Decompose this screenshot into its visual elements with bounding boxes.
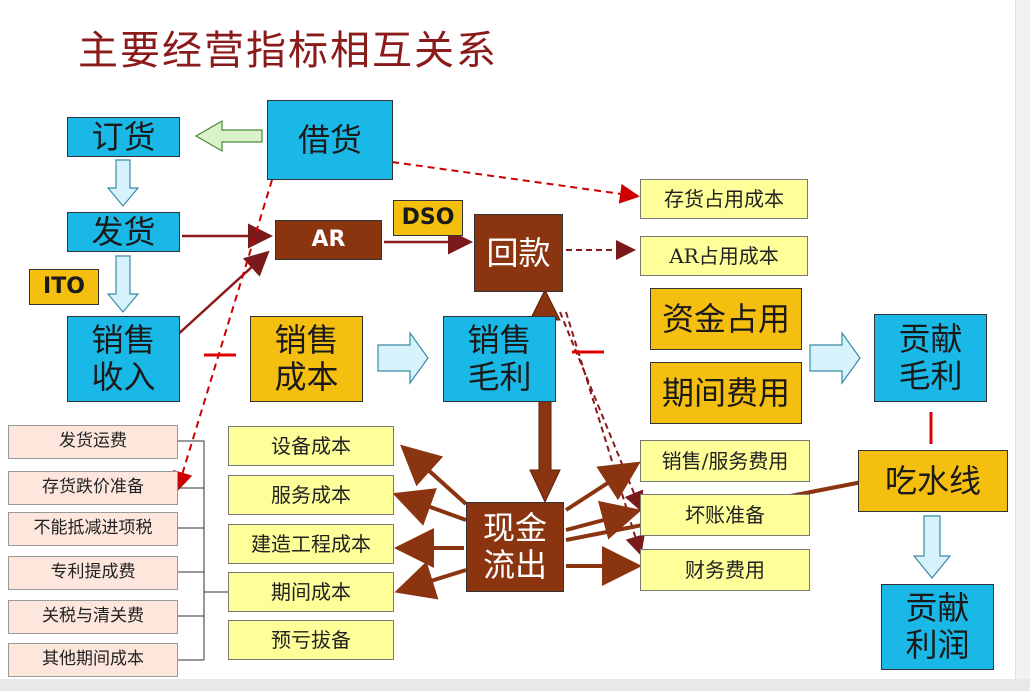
arrow-chishui-to-lirun — [912, 515, 952, 579]
node-zijin-zhanyong: 资金占用 — [650, 288, 802, 350]
list-item: 不能抵减进项税 — [8, 512, 178, 546]
bottom-strip — [0, 679, 1030, 691]
node-fahuo: 发货 — [67, 212, 180, 252]
node-fuwu-chengben: 服务成本 — [228, 475, 394, 515]
scrollbar-strip — [1015, 0, 1030, 691]
node-jiehuo: 借货 — [267, 100, 393, 180]
node-xianjin-liuchu: 现金 流出 — [466, 502, 564, 592]
node-jianzao-chengben: 建造工程成本 — [228, 524, 394, 564]
list-item: 关税与清关费 — [8, 600, 178, 634]
list-item: 存货跌价准备 — [8, 471, 178, 505]
arrow-jiehuo-to-dinghuo — [194, 119, 263, 153]
arrow-fahuo-to-shouru — [106, 255, 140, 313]
node-caiwu-feiyong: 财务费用 — [640, 549, 810, 591]
node-qijian-chengben: 期间成本 — [228, 572, 394, 612]
node-huaizhang-zhunbei: 坏账准备 — [640, 494, 810, 536]
node-shebei-chengben: 设备成本 — [228, 426, 394, 466]
node-dso: DSO — [393, 200, 463, 236]
list-item: 发货运费 — [8, 425, 178, 459]
node-xiaoshou-fuwu-feiyong: 销售/服务费用 — [640, 440, 810, 482]
arrow-feiyong-to-gongxian — [809, 331, 861, 385]
node-dinghuo: 订货 — [67, 117, 180, 157]
node-xiaoshou-shouru: 销售 收入 — [67, 316, 180, 402]
node-xiaoshou-chengben: 销售 成本 — [250, 316, 363, 402]
bracket-period-items — [178, 440, 228, 661]
node-ar: AR — [275, 220, 382, 260]
arrow-dinghuo-to-fahuo — [106, 159, 140, 207]
arrow-chengben-to-maoli — [377, 331, 429, 385]
list-item: 其他期间成本 — [8, 643, 178, 677]
node-qijian-feiyong: 期间费用 — [650, 362, 802, 424]
node-gongxian-lirun: 贡献 利润 — [881, 584, 994, 670]
node-gongxian-maoli: 贡献 毛利 — [874, 314, 987, 402]
list-item: 专利提成费 — [8, 556, 178, 590]
node-yukui-bobei: 预亏拔备 — [228, 620, 394, 660]
node-cunhuo-zhanyong: 存货占用成本 — [640, 179, 808, 219]
node-ar-zhanyong: AR占用成本 — [640, 236, 808, 276]
node-ito: ITO — [29, 269, 99, 305]
node-chishuixian: 吃水线 — [858, 450, 1008, 512]
node-xiaoshou-maoli: 销售 毛利 — [443, 316, 556, 402]
page-title: 主要经营指标相互关系 — [78, 28, 498, 74]
node-huikuan: 回款 — [474, 214, 563, 292]
